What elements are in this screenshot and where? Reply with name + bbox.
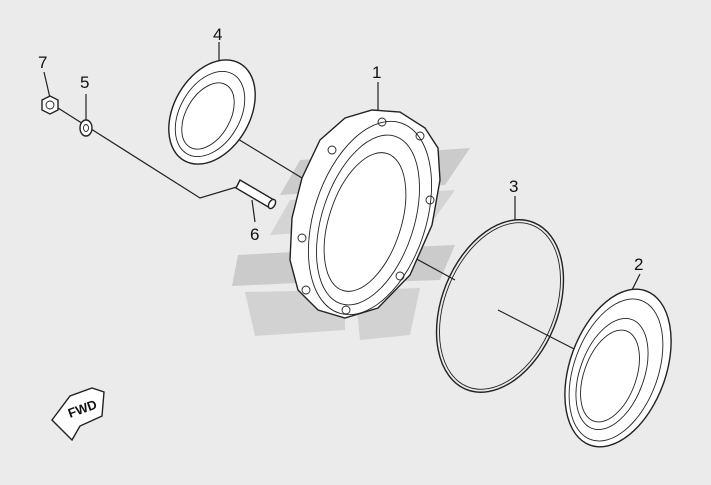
callout-5: 5 bbox=[80, 73, 89, 92]
part-5-washer bbox=[79, 119, 93, 137]
callout-7: 7 bbox=[38, 53, 47, 72]
part-2-ball-bearing bbox=[564, 288, 672, 448]
part-1-bearing-housing bbox=[289, 109, 441, 319]
part-7-nut bbox=[41, 95, 59, 115]
part-6-dowel-pin bbox=[235, 179, 277, 210]
callout-2: 2 bbox=[634, 255, 643, 274]
callout-6: 6 bbox=[250, 225, 259, 244]
callout-1: 1 bbox=[372, 63, 381, 82]
part-4-oil-seal bbox=[168, 59, 256, 165]
part-3-o-ring bbox=[435, 219, 565, 393]
callout-4: 4 bbox=[213, 25, 222, 44]
callout-3: 3 bbox=[509, 177, 518, 196]
direction-badge: FWD bbox=[51, 387, 105, 442]
